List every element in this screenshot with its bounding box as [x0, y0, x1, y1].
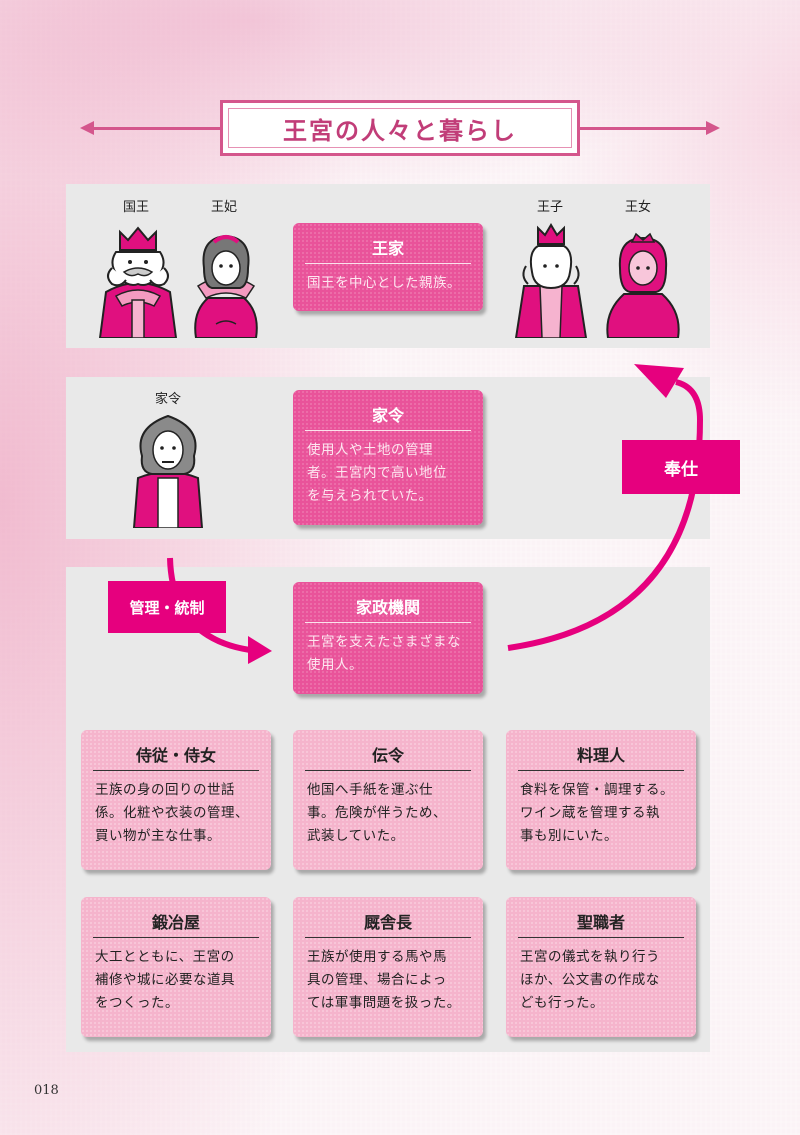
text-line: 者。王宮内で高い地位 — [307, 465, 447, 481]
page-title: 王宮の人々と暮らし — [283, 115, 517, 145]
role-card-cook: 料理人 食料を保管・調理する。 ワイン蔵を管理する執 事も別にいた。 — [506, 730, 696, 870]
card-divider — [305, 937, 471, 938]
text-line: 使用人や土地の管理 — [307, 442, 433, 458]
text-line: を与えられていた。 — [307, 488, 433, 504]
role-card-title: 鍛冶屋 — [151, 913, 200, 932]
royal-family-card-title: 王家 — [371, 239, 404, 258]
text-line: 武装していた。 — [307, 828, 405, 844]
text-line: 王族が使用する馬や馬 — [307, 949, 447, 965]
role-card-clergy: 聖職者 王宮の儀式を執り行う ほか、公文書の作成な ども行った。 — [506, 897, 696, 1037]
steward-card-title: 家令 — [371, 406, 404, 425]
text-line: ども行った。 — [520, 995, 604, 1011]
queen-icon — [194, 234, 258, 338]
role-card-title: 侍従・侍女 — [135, 746, 216, 765]
royal-family-card-body: 国王を中心とした親族。 — [307, 275, 461, 291]
princess-label: 王女 — [624, 200, 651, 215]
role-card-title: 伝令 — [371, 746, 404, 765]
role-card-title: 聖職者 — [576, 913, 625, 932]
text-line: 事。危険が伴うため、 — [307, 805, 447, 821]
text-line: 事も別にいた。 — [520, 828, 618, 844]
card-divider — [518, 770, 684, 771]
text-line: ては軍事問題を扱った。 — [307, 995, 461, 1011]
role-card-body: 大工とともに、王宮の 補修や城に必要な道具 をつくった。 — [81, 938, 271, 1015]
steward-icon — [132, 414, 204, 528]
steward-card-body: 使用人や土地の管理 者。王宮内で高い地位 を与えられていた。 — [293, 431, 483, 508]
banner-right-line — [574, 127, 708, 130]
title-box: 王宮の人々と暮らし — [220, 100, 580, 156]
princess-icon — [606, 232, 680, 338]
household-card: 家政機関 王宮を支えたさまざまな 使用人。 — [293, 582, 483, 694]
role-card-blacksmith: 鍛冶屋 大工とともに、王宮の 補修や城に必要な道具 をつくった。 — [81, 897, 271, 1037]
prince-label: 王子 — [536, 200, 563, 215]
text-line: 具の管理、場合によっ — [307, 972, 447, 988]
role-card-messenger: 伝令 他国へ手紙を運ぶ仕 事。危険が伴うため、 武装していた。 — [293, 730, 483, 870]
role-card-title: 料理人 — [576, 746, 625, 765]
title-banner: 王宮の人々と暮らし — [80, 100, 720, 156]
role-card-attendant: 侍従・侍女 王族の身の回りの世話 係。化粧や衣装の管理、 買い物が主な仕事。 — [81, 730, 271, 870]
serve-tag: 奉仕 — [622, 440, 740, 494]
queen-label: 王妃 — [210, 200, 237, 215]
card-divider — [305, 770, 471, 771]
text-line: 食料を保管・調理する。 — [520, 782, 674, 798]
household-card-title: 家政機関 — [355, 598, 420, 617]
banner-right-arrowhead — [706, 121, 720, 135]
text-line: 補修や城に必要な道具 — [95, 972, 235, 988]
role-card-stable-master: 厩舎長 王族が使用する馬や馬 具の管理、場合によっ ては軍事問題を扱った。 — [293, 897, 483, 1037]
text-line: ほか、公文書の作成な — [520, 972, 660, 988]
household-card-body: 王宮を支えたさまざまな 使用人。 — [293, 623, 483, 677]
king-icon — [98, 226, 178, 338]
text-line: 係。化粧や衣装の管理、 — [95, 805, 249, 821]
role-card-body: 王族の身の回りの世話 係。化粧や衣装の管理、 買い物が主な仕事。 — [81, 771, 271, 848]
role-card-body: 食料を保管・調理する。 ワイン蔵を管理する執 事も別にいた。 — [506, 771, 696, 848]
card-divider — [305, 263, 471, 264]
role-card-body: 王族が使用する馬や馬 具の管理、場合によっ ては軍事問題を扱った。 — [293, 938, 483, 1015]
text-line: 大工とともに、王宮の — [95, 949, 235, 965]
royal-family-card: 王家 国王を中心とした親族。 — [293, 223, 483, 311]
text-line: 他国へ手紙を運ぶ仕 — [307, 782, 433, 798]
steward-figure-label: 家令 — [154, 392, 181, 407]
card-divider — [518, 937, 684, 938]
card-divider — [93, 937, 259, 938]
role-card-body: 他国へ手紙を運ぶ仕 事。危険が伴うため、 武装していた。 — [293, 771, 483, 848]
banner-left-line — [92, 127, 226, 130]
steward-card: 家令 使用人や土地の管理 者。王宮内で高い地位 を与えられていた。 — [293, 390, 483, 525]
card-divider — [305, 430, 471, 431]
prince-icon — [514, 223, 588, 338]
king-label: 国王 — [122, 200, 149, 215]
text-line: ワイン蔵を管理する執 — [520, 805, 660, 821]
role-card-title: 厩舎長 — [363, 913, 412, 932]
text-line: 買い物が主な仕事。 — [95, 828, 221, 844]
card-divider — [93, 770, 259, 771]
manage-tag: 管理・統制 — [108, 581, 226, 633]
page-number: 018 — [34, 1083, 59, 1098]
banner-left-arrowhead — [80, 121, 94, 135]
text-line: をつくった。 — [95, 995, 179, 1011]
text-line: 王宮の儀式を執り行う — [520, 949, 660, 965]
text-line: 使用人。 — [307, 657, 363, 673]
text-line: 王族の身の回りの世話 — [95, 782, 235, 798]
role-card-body: 王宮の儀式を執り行う ほか、公文書の作成な ども行った。 — [506, 938, 696, 1015]
text-line: 王宮を支えたさまざまな — [307, 634, 461, 650]
card-divider — [305, 622, 471, 623]
